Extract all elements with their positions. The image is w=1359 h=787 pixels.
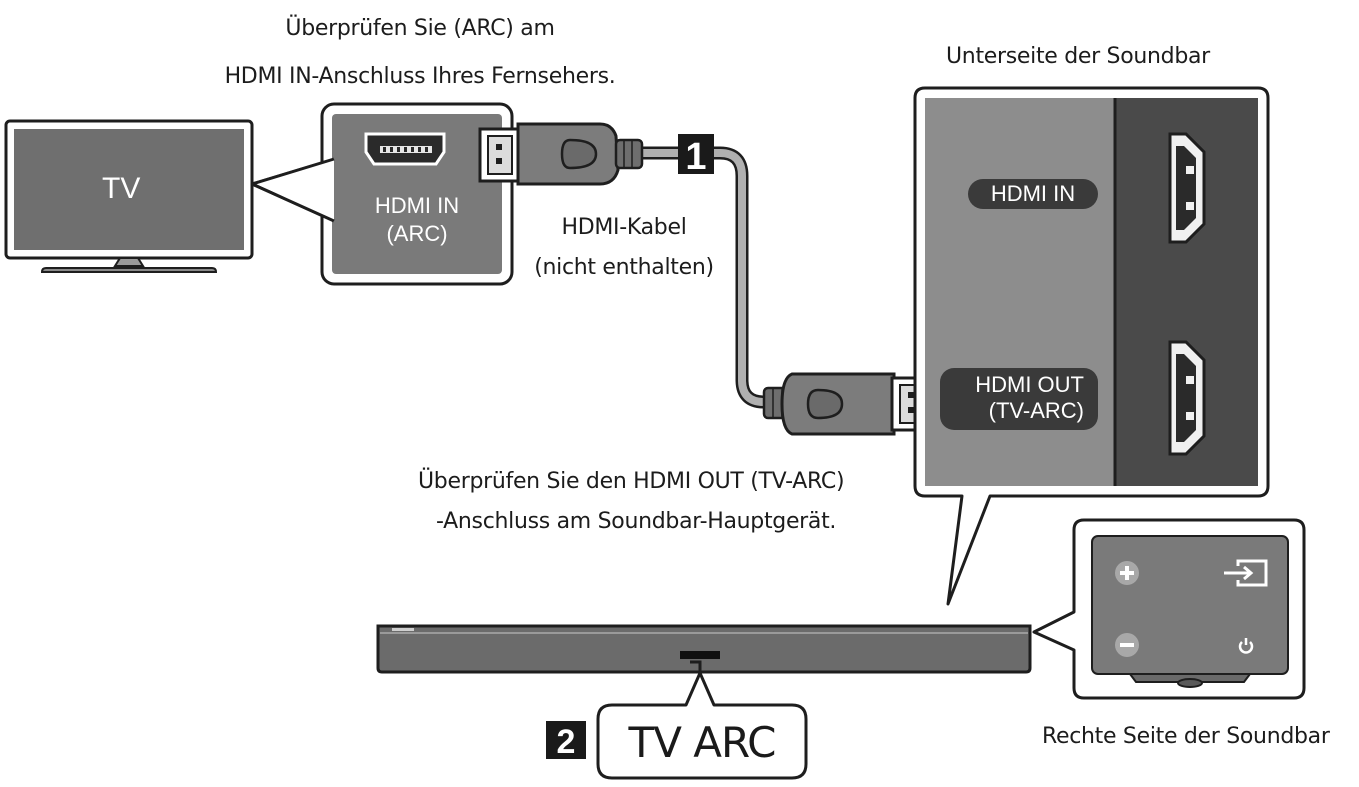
cable-label: HDMI-Kabel (nicht enthalten) xyxy=(516,212,732,284)
minus-icon xyxy=(1115,633,1139,657)
top-caption-line2: HDMI IN-Anschluss Ihres Fernsehers. xyxy=(224,64,616,89)
soundbar-display xyxy=(680,651,720,659)
hdmi-out-label: HDMI OUT (TV-ARC) xyxy=(940,372,1090,424)
step-2-number: 2 xyxy=(557,723,576,761)
plus-icon xyxy=(1115,561,1139,585)
soundbar xyxy=(376,624,1032,674)
bottom-caption-line1: Überprüfen Sie den HDMI OUT (TV-ARC) xyxy=(418,469,845,494)
hdmi-plug-soundbar xyxy=(762,372,934,436)
hdmi-out-label-line1: HDMI OUT xyxy=(975,372,1084,397)
soundbar-right-title: Rechte Seite der Soundbar xyxy=(1042,724,1330,749)
tv xyxy=(4,119,254,273)
top-caption: Überprüfen Sie (ARC) am HDMI IN-Anschlus… xyxy=(150,12,690,94)
hdmi-out-label-pill xyxy=(940,368,1098,430)
soundbar-hdmi-out-port xyxy=(1168,340,1206,456)
tv-port-label-line1: HDMI IN xyxy=(374,193,460,218)
samsung-logo xyxy=(392,628,414,631)
cable-label-line2: (nicht enthalten) xyxy=(534,255,714,280)
tv-label: TV xyxy=(102,172,141,205)
input-source-icon xyxy=(1224,559,1268,587)
bottom-caption-line2: -Anschluss am Soundbar-Hauptgerät. xyxy=(436,509,837,534)
tv-port-label: HDMI IN (ARC) xyxy=(332,192,502,248)
bottom-caption: Überprüfen Sie den HDMI OUT (TV-ARC) -An… xyxy=(418,466,845,538)
hdmi-in-label-pill xyxy=(968,179,1098,209)
hdmi-cable xyxy=(633,146,787,409)
soundbar-bottom-title: Unterseite der Soundbar xyxy=(946,44,1210,69)
tv-port-label-line2: (ARC) xyxy=(386,221,448,246)
step-1-number: 1 xyxy=(685,136,706,178)
soundbar-hdmi-in-port xyxy=(1168,132,1206,244)
cable-label-line1: HDMI-Kabel xyxy=(561,215,687,240)
hdmi-in-label: HDMI IN xyxy=(990,181,1076,206)
hdmi-out-label-line2: (TV-ARC) xyxy=(988,398,1084,423)
top-caption-line1: Überprüfen Sie (ARC) am xyxy=(285,16,555,41)
tv-port-panel xyxy=(251,102,514,286)
power-icon xyxy=(1238,638,1254,654)
tv-arc-display-text: TV ARC xyxy=(628,718,776,767)
tv-arc-callout: TV ARC xyxy=(596,660,808,780)
step-1-badge: 1 xyxy=(678,134,714,178)
soundbar-right-panel xyxy=(1032,518,1306,700)
soundbar-bottom-panel xyxy=(913,86,1270,606)
step-2-badge: 2 xyxy=(546,721,586,761)
tv-hdmi-port xyxy=(364,132,446,166)
hdmi-plug-tv xyxy=(478,122,644,186)
